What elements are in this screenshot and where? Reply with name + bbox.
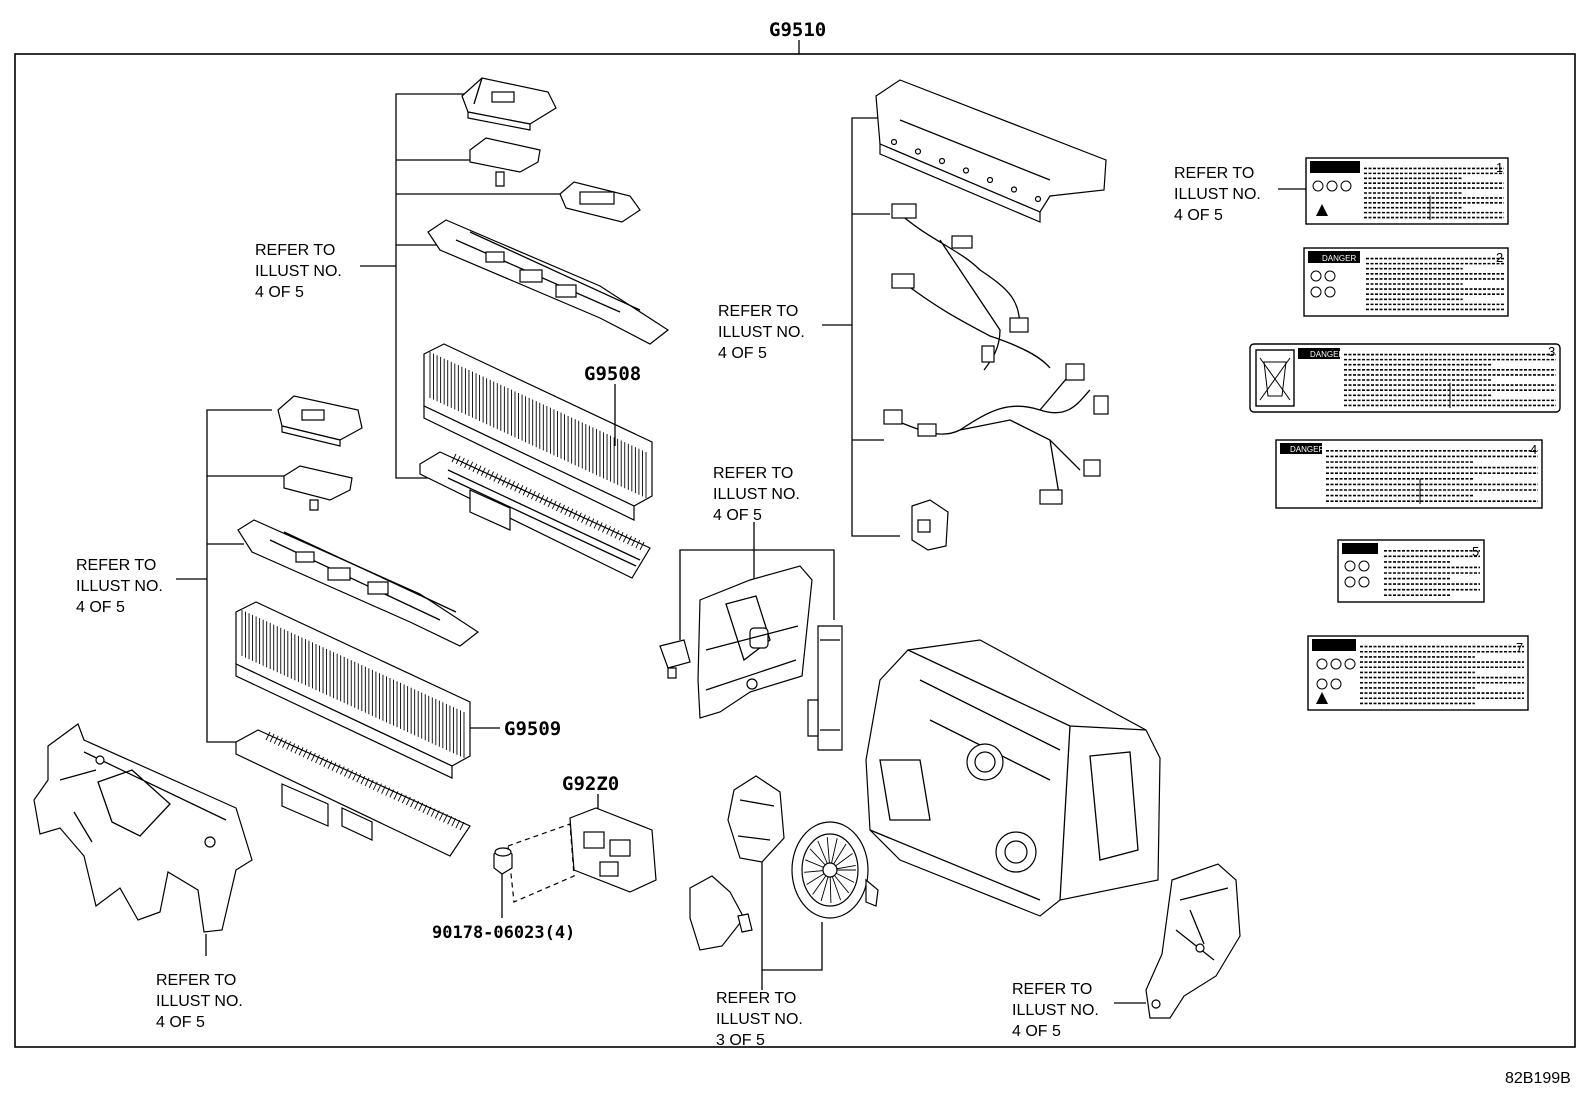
warning-label-2-heading: DANGER: [1322, 254, 1356, 263]
svg-text:ILLUST NO.: ILLUST NO.: [1012, 1002, 1099, 1019]
svg-text:4 OF 5: 4 OF 5: [718, 345, 767, 362]
callout-bottom-center[interactable]: REFER TO ILLUST NO. 3 OF 5: [716, 990, 803, 1049]
nut-part-number[interactable]: 90178-06023(4): [432, 923, 575, 943]
warning-label-7-number: 7: [1516, 640, 1523, 655]
svg-text:ILLUST NO.: ILLUST NO.: [156, 993, 243, 1010]
lower-battery-bracket[interactable]: [237, 519, 480, 647]
battery-ecu-upper-3[interactable]: [559, 181, 641, 223]
warning-label-1[interactable]: 1: [1305, 157, 1509, 225]
svg-text:REFER TO: REFER TO: [716, 990, 796, 1007]
warning-label-1-number: 1: [1496, 160, 1503, 175]
svg-text:4 OF 5: 4 OF 5: [713, 507, 762, 524]
svg-text:REFER TO: REFER TO: [156, 972, 236, 989]
blower-fan[interactable]: [791, 821, 879, 919]
junction-block[interactable]: [569, 807, 657, 893]
warning-label-4-heading: DANGER: [1290, 445, 1324, 454]
harness-group: [822, 79, 1109, 551]
assembly-part-number[interactable]: G9510: [769, 19, 826, 41]
svg-text:4 OF 5: 4 OF 5: [1012, 1023, 1061, 1040]
warning-label-1-icons: [1312, 180, 1352, 216]
lower-stack-group: G9509: [176, 395, 561, 857]
warning-label-5[interactable]: 5: [1337, 539, 1485, 603]
warning-label-3[interactable]: DANGER 3: [1249, 343, 1561, 413]
svg-text:REFER TO: REFER TO: [255, 242, 335, 259]
cooling-duct-group: [659, 522, 843, 751]
svg-text:REFER TO: REFER TO: [713, 465, 793, 482]
warning-label-3-number: 3: [1548, 344, 1555, 359]
warning-label-2[interactable]: DANGER 2: [1303, 247, 1509, 317]
harness-clip[interactable]: [911, 499, 949, 551]
assembly-frame: [14, 53, 1576, 1048]
svg-text:ILLUST NO.: ILLUST NO.: [718, 324, 805, 341]
lower-battery-tray[interactable]: [235, 729, 471, 857]
warning-label-3-heading: DANGER: [1310, 350, 1344, 359]
warning-label-4-number: 4: [1530, 442, 1537, 457]
upper-battery-bracket[interactable]: [427, 219, 670, 345]
callout-harness[interactable]: REFER TO ILLUST NO. 4 OF 5: [718, 303, 805, 362]
hex-nut[interactable]: [493, 847, 513, 875]
duct-elbow[interactable]: [727, 775, 785, 863]
blower-group: [689, 775, 879, 990]
battery-case-assembly[interactable]: [865, 639, 1161, 917]
warning-label-2-icons: [1310, 270, 1336, 298]
svg-text:4 OF 5: 4 OF 5: [156, 1014, 205, 1031]
diagram-id: 82B199B: [1505, 1070, 1571, 1087]
junction-block-group: G92Z0 90178-06023(4): [432, 773, 657, 943]
callout-bottom-right[interactable]: REFER TO ILLUST NO. 4 OF 5: [1012, 981, 1099, 1040]
right-frame-bracket[interactable]: [1145, 863, 1241, 1019]
lower-battery-cell-stack[interactable]: [235, 601, 471, 779]
svg-text:4 OF 5: 4 OF 5: [1174, 207, 1223, 224]
svg-text:REFER TO: REFER TO: [1174, 165, 1254, 182]
callout-center-duct[interactable]: REFER TO ILLUST NO. 4 OF 5: [713, 465, 800, 524]
recycle-bin-icon: [1259, 357, 1291, 401]
svg-text:ILLUST NO.: ILLUST NO.: [76, 578, 163, 595]
svg-text:ILLUST NO.: ILLUST NO.: [255, 263, 342, 280]
wire-harness-upper[interactable]: [891, 203, 1051, 371]
upper-stack-part-number[interactable]: G9508: [584, 363, 641, 385]
warning-label-4[interactable]: DANGER 4: [1275, 439, 1543, 509]
upper-battery-cell-stack[interactable]: [423, 343, 653, 521]
svg-text:REFER TO: REFER TO: [718, 303, 798, 320]
svg-text:4 OF 5: 4 OF 5: [255, 284, 304, 301]
callout-middle-left[interactable]: REFER TO ILLUST NO. 4 OF 5: [76, 557, 163, 616]
svg-text:ILLUST NO.: ILLUST NO.: [716, 1011, 803, 1028]
svg-text:4 OF 5: 4 OF 5: [76, 599, 125, 616]
battery-ecu-lower-1[interactable]: [277, 395, 363, 447]
svg-text:ILLUST NO.: ILLUST NO.: [713, 486, 800, 503]
battery-ecu-lower-2[interactable]: [283, 465, 353, 511]
warning-label-2-number: 2: [1496, 250, 1503, 265]
cooling-duct[interactable]: [697, 565, 813, 719]
callout-labels[interactable]: REFER TO ILLUST NO. 4 OF 5: [1174, 165, 1261, 224]
left-frame-bracket[interactable]: [33, 723, 253, 933]
callout-bottom-left[interactable]: REFER TO ILLUST NO. 4 OF 5: [156, 972, 243, 1031]
svg-text:REFER TO: REFER TO: [1012, 981, 1092, 998]
svg-text:ILLUST NO.: ILLUST NO.: [1174, 186, 1261, 203]
upper-battery-tray[interactable]: [419, 451, 651, 579]
lower-stack-part-number[interactable]: G9509: [504, 718, 561, 740]
warning-label-7[interactable]: 7: [1307, 635, 1529, 711]
upper-stack-group: G9508: [360, 77, 670, 579]
battery-ecu-upper-1[interactable]: [461, 77, 557, 131]
small-connector[interactable]: [659, 639, 691, 679]
blower-motor-base[interactable]: [689, 875, 753, 951]
svg-text:REFER TO: REFER TO: [76, 557, 156, 574]
junction-block-part-number[interactable]: G92Z0: [562, 773, 619, 795]
wire-harness-lower[interactable]: [883, 363, 1109, 505]
warning-label-7-icons: [1316, 658, 1356, 704]
callout-upper-left[interactable]: REFER TO ILLUST NO. 4 OF 5: [255, 242, 342, 301]
battery-cover-plate[interactable]: [875, 79, 1107, 223]
warning-label-5-icons: [1344, 560, 1370, 588]
svg-text:3 OF 5: 3 OF 5: [716, 1032, 765, 1049]
battery-ecu-upper-2[interactable]: [469, 137, 541, 187]
duct-air-inlet[interactable]: [807, 625, 843, 751]
